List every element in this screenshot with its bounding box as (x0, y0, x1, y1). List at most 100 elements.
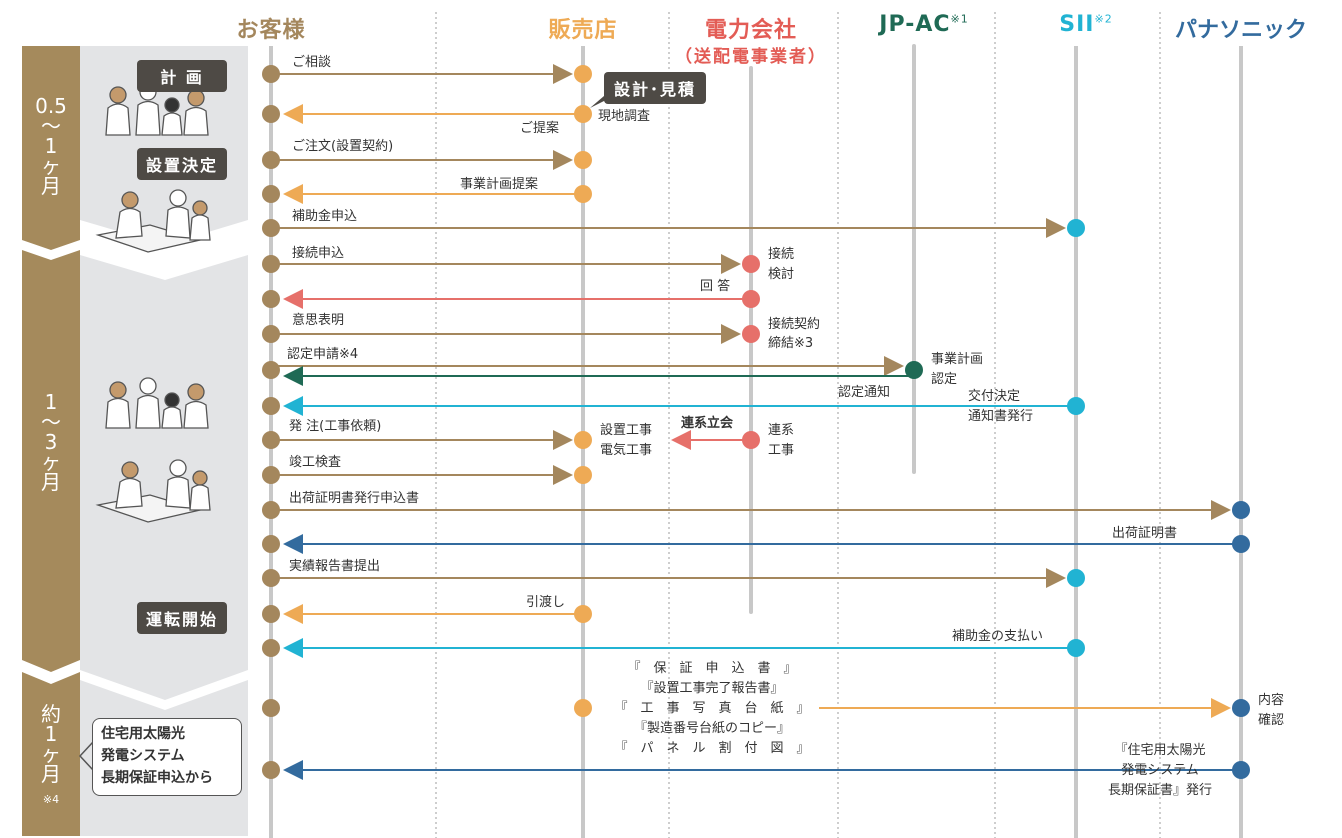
label-doc: 『製造番号台紙のコピー』 (634, 721, 790, 736)
flow-node (262, 569, 280, 587)
flow-node (262, 761, 280, 779)
label-grid-witness: 連系立会 (681, 415, 734, 431)
label-proposal: ご提案 (520, 120, 559, 136)
label-conn-apply: 接続申込 (292, 245, 344, 261)
label-bizplan: 事業計画提案 (460, 176, 538, 192)
flow-node (574, 65, 592, 83)
label-consult: ご相談 (292, 54, 331, 70)
label-grid-work: 連系 (768, 423, 794, 438)
flow-node (262, 501, 280, 519)
label-order: ご注文(設置契約) (292, 138, 393, 154)
flow-node (905, 361, 923, 379)
label-doc: 『設置工事完了報告書』 (640, 680, 783, 696)
label-conn-contract: 締結※3 (768, 335, 813, 351)
label-grant: 通知書発行 (968, 408, 1033, 424)
flow-node (1232, 501, 1250, 519)
flow-node (574, 105, 592, 123)
flow-node (262, 255, 280, 273)
label-bizplan-cert: 事業計画 (931, 351, 983, 367)
flow-node (1232, 761, 1250, 779)
warranty-note-box: 住宅用太陽光 発電システム 長期保証申込から (92, 718, 242, 796)
header-sii-text: SII (1059, 12, 1095, 37)
flow-node (574, 699, 592, 717)
label-subsidy-apply: 補助金申込 (292, 208, 357, 224)
header-customer: お客様 (236, 18, 306, 43)
flow-node (262, 639, 280, 657)
label-warranty: 『住宅用太陽光 (1114, 743, 1205, 758)
period-label-3-note: ※4 (42, 793, 60, 806)
flow-node (262, 290, 280, 308)
label-install: 電気工事 (600, 442, 652, 458)
period-bar-2 (22, 250, 80, 672)
flow-node (262, 699, 280, 717)
period-label-1: 0.5 〜 1 ヶ 月 (35, 94, 67, 198)
flow-node (262, 361, 280, 379)
label-check: 確認 (1258, 712, 1284, 728)
family-illustration-icon (105, 377, 209, 429)
flow-node (1232, 699, 1250, 717)
label-install: 設置工事 (600, 422, 652, 438)
label-warranty: 発電システム (1121, 763, 1199, 778)
flow-node (574, 605, 592, 623)
note-box-pointer (78, 741, 94, 771)
header-power-sub: （送配電事業者） (675, 47, 827, 67)
label-grant: 交付決定 (968, 388, 1020, 404)
meeting-illustration-icon (95, 189, 211, 253)
flow-node (574, 151, 592, 169)
tag-design: 設計･見積 (604, 72, 707, 104)
tag-decide: 設置決定 (137, 148, 227, 180)
label-doc: 『 パ ネ ル 割 付 図 』 (614, 740, 809, 756)
label-bizplan-cert: 認定 (931, 371, 957, 387)
flow-node (262, 105, 280, 123)
family-illustration-icon (105, 83, 209, 136)
label-warranty: 長期保証書』発行 (1108, 783, 1212, 798)
flow-node (262, 185, 280, 203)
tag-plan: 計 画 (137, 60, 227, 92)
flow-node (1067, 569, 1085, 587)
header-power: 電力会社 (704, 18, 798, 43)
flow-node (1067, 639, 1085, 657)
label-report: 実績報告書提出 (289, 558, 380, 574)
flow-node (262, 397, 280, 415)
label-check: 内容 (1258, 692, 1284, 708)
label-work-order: 発 注(工事依頼) (289, 419, 381, 434)
label-conn-review: 検討 (768, 266, 794, 282)
flow-node (262, 431, 280, 449)
header-panasonic: パナソニック (1174, 18, 1308, 43)
period-bar-3 (22, 672, 80, 836)
flow-node (262, 325, 280, 343)
label-handover: 引渡し (526, 594, 565, 610)
label-conn-review: 接続 (768, 246, 794, 262)
header-jpac-note: ※1 (950, 12, 969, 26)
header-jpac: JP-AC※1 (879, 12, 968, 37)
label-intent: 意思表明 (292, 312, 344, 328)
flow-node (742, 255, 760, 273)
period-bar-1 (22, 46, 80, 250)
period-label-2: 1 〜 3 ヶ 月 (41, 390, 61, 494)
flow-node (1067, 219, 1085, 237)
label-completion: 竣工検査 (289, 455, 341, 470)
flow-node (574, 185, 592, 203)
flow-node (262, 65, 280, 83)
flow-node (262, 466, 280, 484)
flow-node (574, 431, 592, 449)
flow-node (262, 151, 280, 169)
flow-node (262, 535, 280, 553)
header-dealer: 販売店 (548, 18, 618, 43)
tag-start: 運転開始 (137, 602, 227, 634)
meeting-illustration-icon (95, 459, 211, 523)
flow-node (574, 466, 592, 484)
flow-node (262, 605, 280, 623)
header-sii: SII※2 (1059, 12, 1112, 37)
label-answer: 回 答 (700, 278, 730, 294)
label-subsidy-pay: 補助金の支払い (952, 628, 1043, 644)
label-ship-cert: 出荷証明書 (1112, 526, 1177, 541)
flow-node (262, 219, 280, 237)
label-ship-apply: 出荷証明書発行申込書 (289, 491, 419, 506)
label-grid-work: 工事 (768, 443, 794, 458)
header-jpac-text: JP-AC (879, 12, 951, 37)
label-doc: 『 保 証 申 込 書 』 (627, 661, 796, 676)
label-doc: 『 工 事 写 真 台 紙 』 (614, 701, 809, 716)
